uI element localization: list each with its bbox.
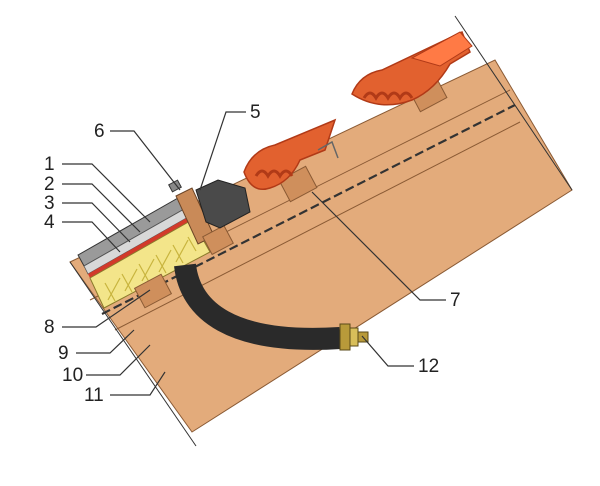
callout-3: 3 — [44, 193, 55, 214]
leader-2 — [62, 183, 141, 233]
rafter-edge-left — [69, 261, 197, 447]
flashing — [195, 179, 251, 229]
battens — [133, 75, 448, 309]
leader-9 — [76, 329, 135, 354]
leader-10 — [86, 344, 151, 376]
red-seal-layer — [88, 216, 192, 278]
callout-12: 12 — [418, 356, 439, 377]
callout-6: 6 — [94, 121, 105, 142]
callout-4: 4 — [44, 212, 55, 233]
batten-lower-left — [133, 273, 173, 309]
leader-lines — [62, 111, 446, 396]
callout-7: 7 — [450, 290, 461, 311]
callout-labels: 1 2 3 4 5 6 7 8 9 10 11 12 — [44, 102, 461, 406]
callout-1: 1 — [44, 154, 55, 175]
leader-12 — [361, 335, 414, 367]
leader-8 — [62, 289, 151, 328]
insulation-pattern — [104, 236, 197, 302]
leader-6 — [110, 130, 181, 191]
membrane-dashed — [101, 104, 516, 315]
callout-8: 8 — [44, 317, 55, 338]
callout-9: 9 — [58, 343, 69, 364]
frame-screw-head — [168, 179, 182, 193]
tile-upper-waves — [362, 91, 414, 101]
insulation-block — [89, 219, 211, 309]
leader-1 — [62, 163, 151, 223]
callout-10: 10 — [62, 365, 83, 386]
leader-4 — [62, 221, 121, 253]
leader-11 — [110, 371, 166, 396]
window-frame — [77, 179, 215, 309]
drain-hose — [174, 263, 341, 350]
leader-5 — [199, 111, 246, 191]
batten-frame — [202, 224, 234, 256]
brass-fitting — [339, 323, 369, 351]
roof-tiles — [243, 30, 473, 190]
tile-lower-waves — [254, 169, 294, 179]
tile-clip — [317, 140, 339, 159]
callout-2: 2 — [44, 174, 55, 195]
leader-3 — [62, 202, 131, 243]
callout-5: 5 — [250, 102, 261, 123]
callout-11: 11 — [84, 385, 104, 406]
leader-7 — [311, 191, 446, 301]
tile-top — [410, 31, 473, 67]
rafter-edge-right — [454, 15, 573, 191]
